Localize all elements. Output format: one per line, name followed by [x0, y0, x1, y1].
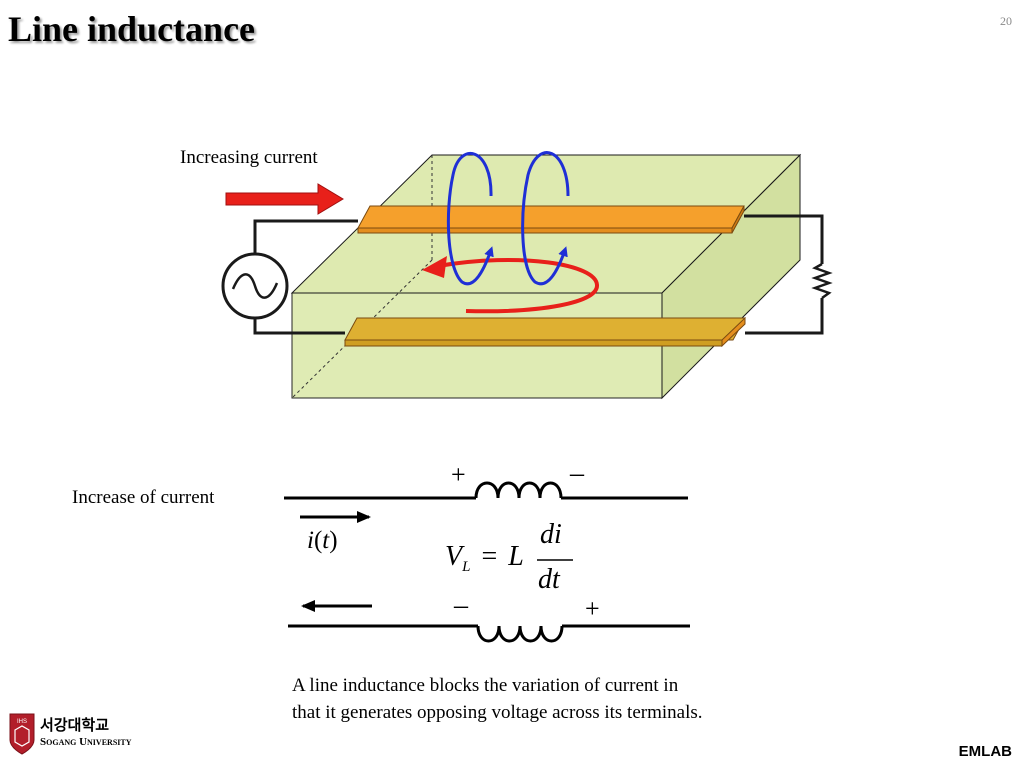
caption-text: A line inductance blocks the variation o… — [292, 672, 812, 726]
plus-sign-top: + — [451, 460, 466, 489]
logo-english-text: Sogang University — [40, 736, 132, 748]
time-symbol: t — [322, 527, 330, 554]
bottom-conductor-strip — [344, 316, 746, 348]
minus-sign-bottom: – — [454, 590, 468, 621]
resistor-icon — [811, 262, 833, 300]
inductor-schematic-top — [284, 481, 688, 500]
increase-of-current-label: Increase of current — [72, 487, 215, 508]
current-symbol: i — [307, 527, 314, 554]
logo-korean-text: 서강대학교 — [40, 716, 110, 734]
equation-denominator: dt — [538, 564, 560, 595]
inductor-coil-top — [474, 481, 563, 499]
paren-close: ) — [329, 527, 338, 554]
university-crest-icon: IHS — [9, 713, 35, 755]
plus-sign-bottom: + — [585, 594, 600, 623]
current-expression: i(t) — [307, 527, 338, 555]
induced-loop-icon — [422, 256, 600, 314]
top-conductor-strip — [357, 205, 745, 234]
ac-source-icon — [221, 252, 289, 320]
minus-sign-top: – — [570, 458, 584, 489]
lab-name: EMLAB — [958, 743, 1012, 760]
equation-numerator: di — [540, 519, 562, 550]
caption-line-1: A line inductance blocks the variation o… — [292, 675, 679, 696]
inductance-symbol: L — [508, 541, 524, 572]
field-line-1 — [446, 152, 494, 286]
field-line-2 — [521, 151, 570, 286]
equation-lhs: VL = L — [445, 541, 524, 576]
increasing-current-label: Increasing current — [180, 147, 318, 168]
equals-sign: = — [481, 541, 498, 572]
inductor-schematic-bottom — [288, 624, 690, 643]
magnetic-field-lines — [446, 151, 570, 286]
voltage-subscript: L — [462, 559, 471, 575]
paren-open: ( — [313, 527, 323, 554]
voltage-symbol: V — [445, 541, 463, 572]
dielectric-block — [290, 153, 802, 400]
inductor-coil-bottom — [476, 625, 564, 643]
current-arrow-icon — [225, 183, 344, 215]
page-number: 20 — [1000, 14, 1012, 28]
circuit-wires — [253, 214, 824, 335]
slide-title: Line inductance — [8, 9, 256, 49]
caption-line-2: that it generates opposing voltage acros… — [292, 702, 703, 723]
university-logo: IHS 서강대학교 Sogang University — [8, 712, 158, 758]
crest-text: IHS — [17, 719, 27, 725]
